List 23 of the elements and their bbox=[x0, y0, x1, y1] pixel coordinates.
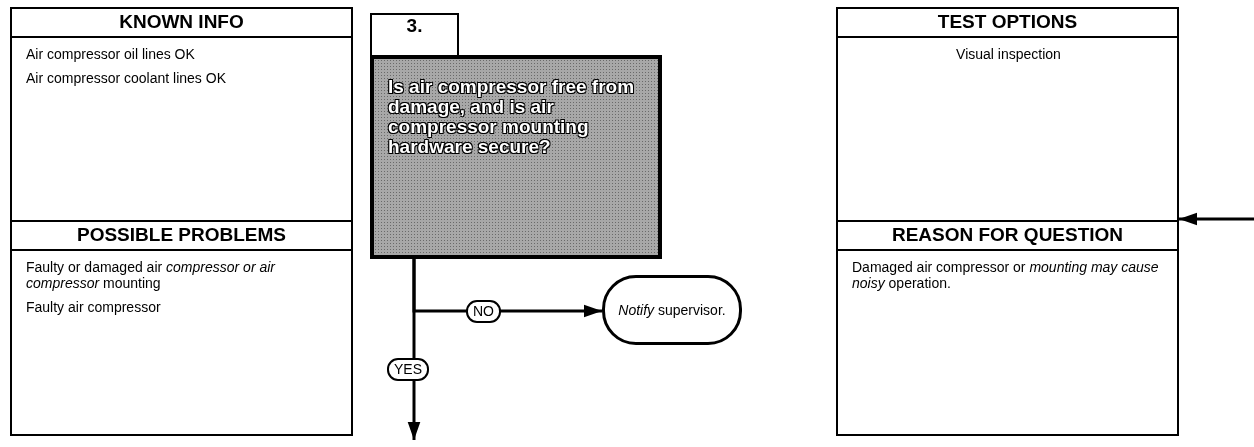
section-heading: POSSIBLE PROBLEMS bbox=[12, 222, 351, 251]
known-info-panel bbox=[10, 7, 353, 222]
info-text: Faulty air compressor bbox=[26, 299, 162, 315]
info-text: Air compressor oil lines OK bbox=[26, 46, 196, 62]
edge-label: NO bbox=[466, 300, 501, 323]
possible-problems-panel bbox=[10, 220, 353, 436]
info-text: Visual inspection bbox=[955, 46, 1062, 62]
info-text: Air compressor coolant lines OK bbox=[26, 70, 227, 86]
flow-arrow bbox=[1179, 212, 1254, 226]
edge-label: YES bbox=[387, 358, 429, 381]
question-text: Is air compressor free from damage, and is air compressor mounting hardware secure? bbox=[388, 77, 636, 157]
action-text: Notify supervisor. bbox=[618, 302, 726, 318]
flow-arrow bbox=[407, 259, 421, 440]
step-number: 3. bbox=[406, 15, 423, 36]
section-heading: REASON FOR QUESTION bbox=[838, 222, 1177, 251]
test-options-panel bbox=[836, 7, 1179, 222]
question-box bbox=[370, 55, 662, 259]
info-text: Damaged air compressor or mounting may cause noisy operation. bbox=[852, 259, 1160, 291]
section-heading: TEST OPTIONS bbox=[838, 9, 1177, 38]
reason-panel bbox=[836, 220, 1179, 436]
step-number-box bbox=[370, 13, 459, 57]
info-text: Faulty or damaged air compressor or air compressor mounting bbox=[26, 259, 277, 291]
section-heading: KNOWN INFO bbox=[12, 9, 351, 38]
